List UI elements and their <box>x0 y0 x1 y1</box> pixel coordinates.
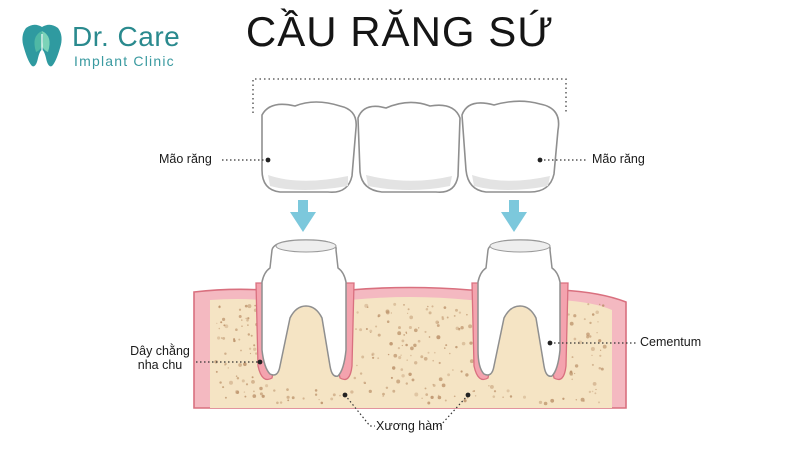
label-ligament-line1: Dây chằng <box>130 344 190 358</box>
crown-left <box>261 101 357 193</box>
bone-pores <box>214 302 607 406</box>
label-crown-right: Mão răng <box>592 152 645 166</box>
brand-name: Dr. Care <box>72 21 181 52</box>
crown-middle <box>357 101 461 193</box>
label-crown-left: Mão răng <box>159 152 212 166</box>
jaw-bone <box>210 297 612 408</box>
abutment-tooth-left <box>255 239 355 381</box>
leaf-tooth-icon <box>22 24 62 67</box>
crown-right <box>461 100 560 193</box>
label-cementum: Cementum <box>640 335 702 349</box>
brand-tagline: Implant Clinic <box>74 53 175 69</box>
bridge-crowns <box>261 100 560 193</box>
label-jaw-bone: Xương hàm <box>376 419 443 433</box>
page-title: CẦU RĂNG SỨ <box>245 8 555 55</box>
arrow-right <box>501 200 527 232</box>
clinic-logo: Dr. Care Implant Clinic <box>20 20 220 72</box>
arrow-left <box>290 200 316 232</box>
bridge-bracket <box>252 78 567 113</box>
leader-dots <box>257 157 553 398</box>
label-ligament-line2: nha chu <box>137 358 183 372</box>
label-ligament: Dây chằng nha chu <box>128 344 192 372</box>
abutment-tooth-right <box>471 239 569 381</box>
leader-lines <box>196 159 636 427</box>
